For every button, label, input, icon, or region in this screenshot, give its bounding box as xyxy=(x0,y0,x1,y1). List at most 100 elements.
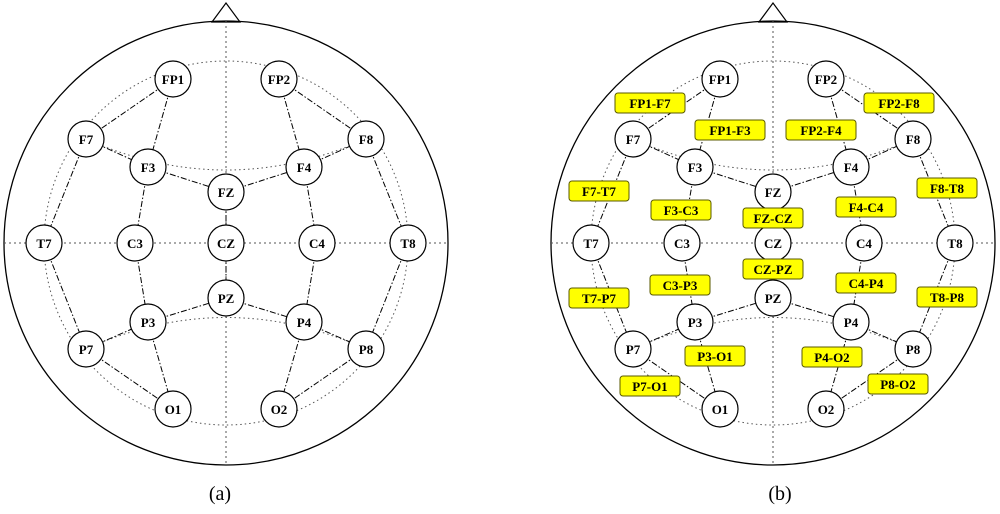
bipolar-label-t7-p7: T7-P7 xyxy=(568,287,630,309)
bipolar-label-text: P8-O2 xyxy=(880,377,915,392)
bipolar-label-box xyxy=(916,177,978,199)
electrode-fp2: FP2 xyxy=(807,60,845,98)
bipolar-label-box xyxy=(650,199,712,221)
electrode-o1: O1 xyxy=(154,390,192,428)
electrode-label: CZ xyxy=(217,236,235,251)
electrode-label: C3 xyxy=(127,236,143,251)
bipolar-label-box xyxy=(568,287,630,309)
electrode-label: O1 xyxy=(165,402,182,417)
electrode-circle xyxy=(663,224,701,262)
electrode-label: O1 xyxy=(712,402,729,417)
electrode-circle xyxy=(285,303,323,341)
parietal-arc xyxy=(632,317,914,350)
connection-f7-t7 xyxy=(590,138,634,244)
electrode-circle xyxy=(936,224,974,262)
bipolar-label-fp2-f4: FP2-F4 xyxy=(785,119,857,141)
electrode-circle xyxy=(676,148,714,186)
bipolar-label-text: F7-T7 xyxy=(582,184,616,199)
electrode-circle xyxy=(832,303,870,341)
nose-marker xyxy=(210,1,242,23)
electrode-circle xyxy=(67,330,105,368)
electrode-label: T8 xyxy=(400,236,416,251)
electrode-t8: T8 xyxy=(389,224,427,262)
electrode-circle xyxy=(154,390,192,428)
connection-t8-p8 xyxy=(912,242,956,350)
electrode-label: FP1 xyxy=(162,72,184,87)
panel-caption: (b) xyxy=(768,483,791,505)
electrode-fz: FZ xyxy=(207,173,245,211)
bipolar-label-fp2-f8: FP2-F8 xyxy=(863,92,935,114)
electrode-c3: C3 xyxy=(663,224,701,262)
connection-t7-p7 xyxy=(590,242,634,350)
bipolar-label-box xyxy=(742,207,804,229)
electrode-label: PZ xyxy=(218,291,235,306)
electrode-o2: O2 xyxy=(260,390,298,428)
bipolar-label-text: P4-O2 xyxy=(814,350,849,365)
nose-marker xyxy=(757,1,789,23)
electrode-circle xyxy=(807,60,845,98)
electrode-f7: F7 xyxy=(614,120,652,158)
electrode-pz: PZ xyxy=(207,279,245,317)
panel-caption: (a) xyxy=(209,483,231,505)
electrode-circle xyxy=(298,224,336,262)
electrode-label: T8 xyxy=(947,236,963,251)
bipolar-label-text: T7-P7 xyxy=(582,291,616,306)
electrode-label: P4 xyxy=(297,315,312,330)
electrode-circle xyxy=(614,330,652,368)
electrode-circle xyxy=(207,279,245,317)
bipolar-label-text: P7-O1 xyxy=(632,379,667,394)
electrode-pz: PZ xyxy=(754,279,792,317)
electrode-fp2: FP2 xyxy=(260,60,298,98)
electrode-c4: C4 xyxy=(845,224,883,262)
bipolar-label-fp1-f7: FP1-F7 xyxy=(614,92,686,114)
bipolar-label-cz-pz: CZ-PZ xyxy=(742,258,804,280)
electrode-p8: P8 xyxy=(894,330,932,368)
electrode-f8: F8 xyxy=(347,120,385,158)
electrode-f3: F3 xyxy=(676,148,714,186)
electrode-label: F3 xyxy=(688,160,703,175)
electrode-circle xyxy=(25,224,63,262)
electrode-f8: F8 xyxy=(894,120,932,158)
electrode-label: C4 xyxy=(856,236,872,251)
electrode-circle xyxy=(389,224,427,262)
bipolar-label-box xyxy=(568,180,630,202)
electrode-label: F8 xyxy=(906,132,921,147)
electrode-circle xyxy=(154,60,192,98)
bipolar-label-box xyxy=(619,375,681,397)
bipolar-label-box xyxy=(867,373,929,395)
connection-f8-t8 xyxy=(912,138,956,244)
parietal-arc xyxy=(85,317,367,350)
electrode-p7: P7 xyxy=(67,330,105,368)
electrode-p4: P4 xyxy=(285,303,323,341)
bipolar-label-p8-o2: P8-O2 xyxy=(867,373,929,395)
electrode-circle xyxy=(129,303,167,341)
electrode-label: P7 xyxy=(626,342,641,357)
connection-f8-t8 xyxy=(365,138,409,244)
connection-t7-p7 xyxy=(43,242,87,350)
electrode-label: T7 xyxy=(583,236,599,251)
bipolar-label-text: F4-C4 xyxy=(849,200,884,215)
bipolar-label-f4-c4: F4-C4 xyxy=(835,196,897,218)
electrode-label: F4 xyxy=(844,160,859,175)
bipolar-label-f7-t7: F7-T7 xyxy=(568,180,630,202)
electrode-label: P4 xyxy=(844,315,859,330)
electrode-fz: FZ xyxy=(754,173,792,211)
electrode-label: F8 xyxy=(359,132,374,147)
bipolar-label-text: F3-C3 xyxy=(664,203,699,218)
bipolar-label-box xyxy=(742,258,804,280)
bipolar-label-box xyxy=(649,274,711,296)
bipolar-label-box xyxy=(835,272,897,294)
electrode-label: CZ xyxy=(764,236,782,251)
bipolar-label-box xyxy=(863,92,935,114)
bipolar-label-f3-c3: F3-C3 xyxy=(650,199,712,221)
electrode-f3: F3 xyxy=(129,148,167,186)
electrode-circle xyxy=(894,120,932,158)
bipolar-label-p4-o2: P4-O2 xyxy=(801,346,863,368)
electrode-p3: P3 xyxy=(129,303,167,341)
bipolar-label-text: FZ-CZ xyxy=(754,211,793,226)
electrode-f7: F7 xyxy=(67,120,105,158)
electrode-circle xyxy=(701,390,739,428)
electrode-circle xyxy=(285,148,323,186)
